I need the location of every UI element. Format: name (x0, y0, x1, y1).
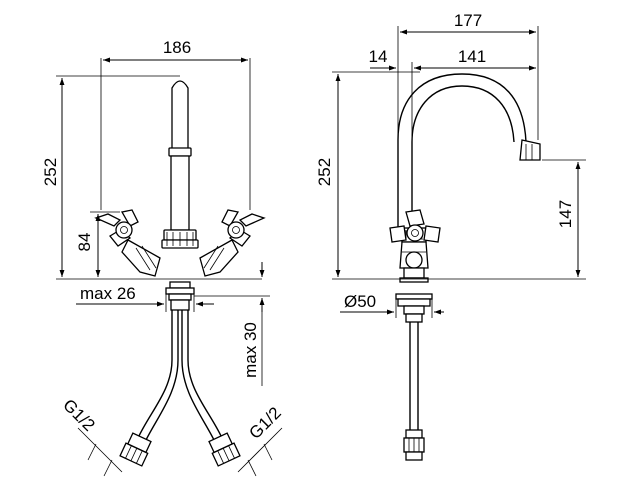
side-spout-dimension: 141 (414, 47, 536, 71)
base-diameter-label: Ø50 (344, 292, 376, 311)
shank-length-dimension: max 30 (194, 262, 270, 386)
spout-height-dimension: 147 (542, 159, 586, 277)
inlet-left-dimension: G1/2 (59, 395, 123, 477)
handle-height-label: 84 (75, 233, 94, 252)
side-offset-dimension: 14 (369, 47, 418, 136)
side-height-label: 252 (315, 158, 334, 186)
inlet-right-dimension: G1/2 (237, 403, 285, 477)
side-faucet (389, 73, 541, 461)
body-width-label: max 26 (80, 284, 136, 303)
side-reach-label: 177 (454, 11, 482, 30)
side-spout-label: 141 (458, 47, 486, 66)
side-reach-dimension: 177 (397, 11, 539, 140)
front-width-dimension: 186 (100, 38, 251, 210)
inlet-right-label: G1/2 (245, 403, 284, 442)
side-height-dimension: 252 (315, 71, 586, 280)
base-diameter-dimension: Ø50 (340, 292, 444, 318)
front-height-label: 252 (41, 158, 60, 186)
front-faucet (94, 80, 266, 467)
spout-height-label: 147 (556, 200, 575, 228)
front-height-dimension: 252 (41, 75, 262, 280)
shank-length-label: max 30 (241, 322, 260, 378)
side-view: 177 14 141 252 147 (315, 11, 586, 461)
front-view: 186 252 84 max 26 max (41, 38, 285, 477)
handle-height-dimension: 84 (75, 211, 120, 277)
front-width-label: 186 (163, 38, 191, 57)
body-width-dimension: max 26 (76, 284, 214, 312)
side-offset-label: 14 (369, 47, 388, 66)
